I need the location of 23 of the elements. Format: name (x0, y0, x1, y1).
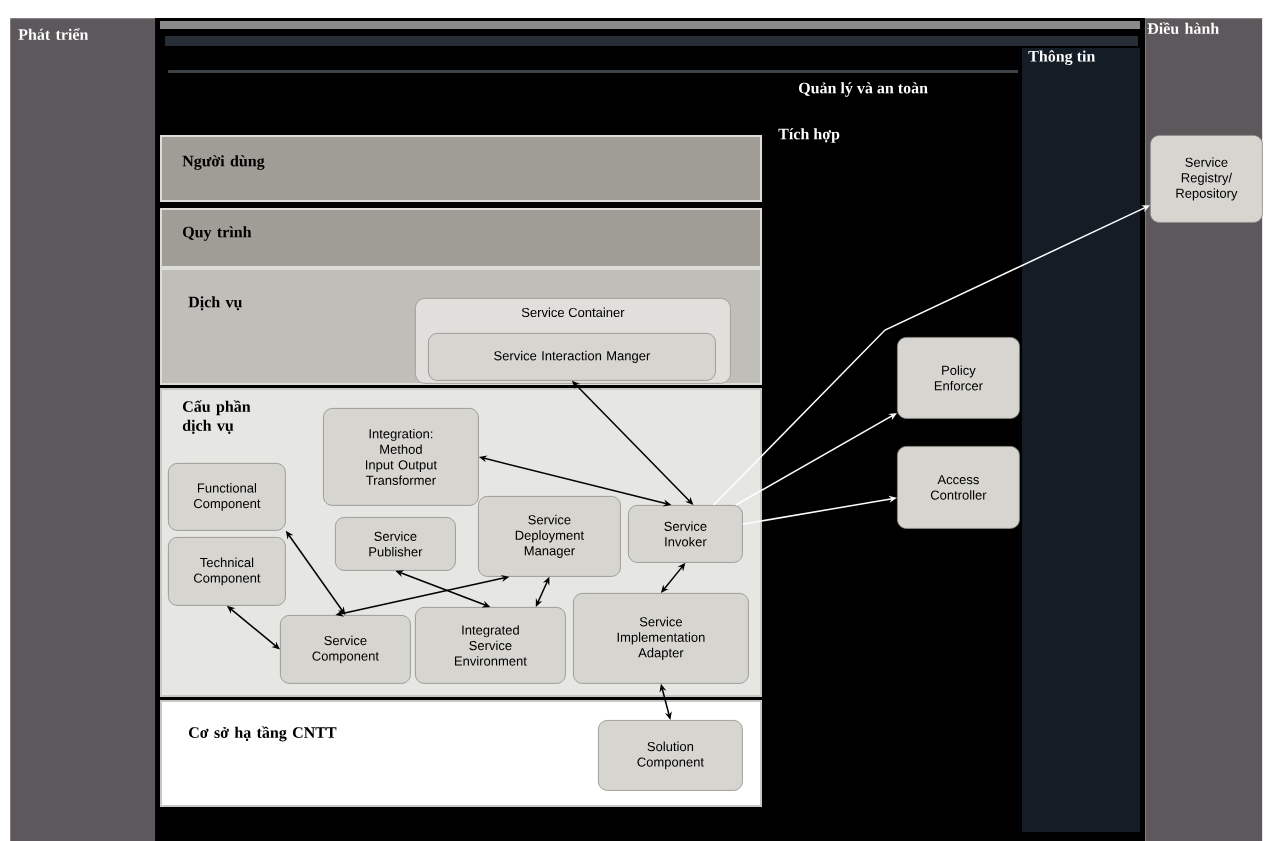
layer-band: Quy trình (160, 208, 762, 268)
component-box: Service Interaction Manger (428, 333, 716, 381)
arrow (735, 413, 897, 506)
arrow (712, 205, 1150, 506)
component-box: Functional Component (168, 463, 286, 531)
component-box: Service Implementation Adapter (573, 593, 749, 684)
component-box: Solution Component (598, 720, 743, 791)
layer-band: Người dùng (160, 135, 762, 202)
component-box: Access Controller (897, 446, 1020, 529)
component-box: Service Invoker (628, 505, 743, 563)
layer-label: Tích hợp (778, 128, 840, 143)
side-column: Phát triển (10, 18, 156, 841)
layer-label: Quản lý và an toàn (799, 82, 928, 97)
component-box: Policy Enforcer (897, 337, 1020, 419)
component-box: Technical Component (168, 537, 286, 606)
component-box: Integrated Service Environment (415, 607, 566, 684)
layer-label: Thông tin (1028, 50, 1096, 65)
component-box: Service Deployment Manager (478, 496, 621, 577)
component-box: Service Component (280, 615, 411, 684)
component-box: Service Publisher (335, 517, 456, 571)
component-box: Service Registry/ Repository (1150, 135, 1263, 223)
arrow (742, 495, 897, 525)
component-box: Integration: Method Input Output Transformer (323, 408, 479, 506)
